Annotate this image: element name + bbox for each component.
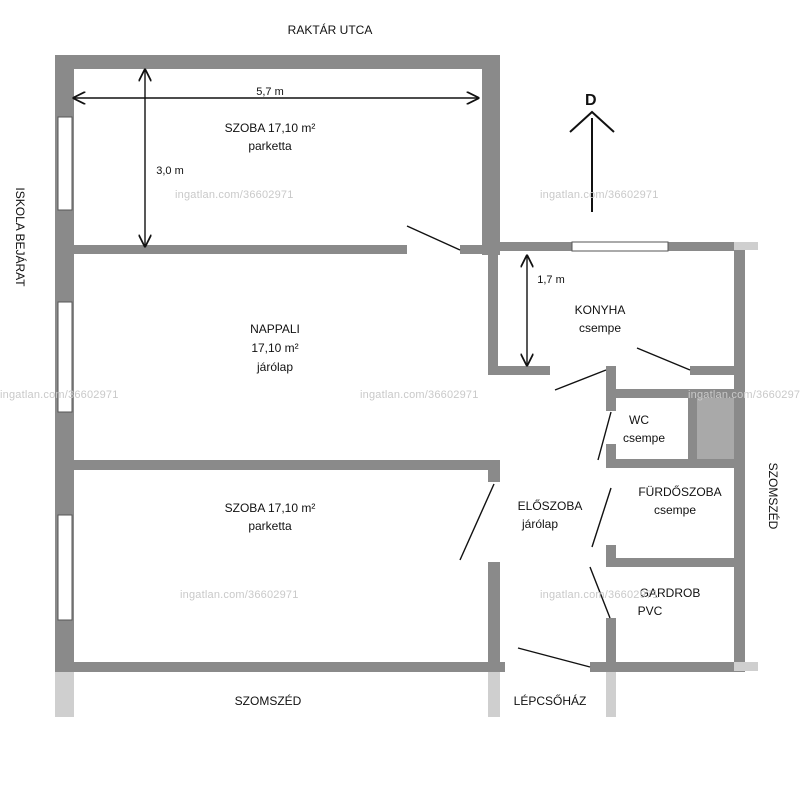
wall-ext-stair-right (606, 672, 616, 717)
door-entrance (517, 647, 591, 668)
street-left-label: ISKOLA BEJÁRAT (13, 187, 27, 287)
room-konyha-floor: csempe (578, 321, 622, 335)
room-nappali-name: NAPPALI (250, 322, 300, 336)
dim-depth-label: 3,0 m (156, 165, 184, 177)
door-wc (597, 411, 612, 461)
door-szoba2 (459, 483, 495, 561)
room-szoba1-floor: parketta (248, 139, 292, 153)
street-right-label: SZOMSZÉD (766, 462, 780, 530)
room-szoba1-name: SZOBA 17,10 m² (224, 121, 316, 135)
watermark: ingatlan.com/36602971 (688, 389, 800, 401)
watermark: ingatlan.com/36602971 (180, 589, 299, 601)
door-furdo (591, 487, 612, 548)
watermark: ingatlan.com/36602971 (360, 389, 479, 401)
doors (406, 225, 691, 668)
room-furdo-floor: csempe (653, 503, 697, 517)
window-nappali (57, 301, 73, 413)
dim-kitchen-label: 1,7 m (537, 274, 565, 286)
room-eloszoba-floor: járólap (521, 517, 559, 531)
wall-bath-bottom (606, 558, 734, 567)
room-wc-floor: csempe (622, 431, 666, 445)
window-szoba2 (57, 514, 73, 621)
wall-ext-stair-left (488, 672, 500, 717)
window-szoba1 (57, 116, 73, 211)
light-walls (55, 242, 758, 717)
room-szoba2-name: SZOBA 17,10 m² (224, 501, 316, 515)
door-eloszoba-konyha (554, 369, 607, 391)
wall-kitchen-bottom-right (690, 366, 735, 375)
room-gardrob-floor: PVC (637, 604, 663, 618)
wall-wc-bottom (606, 459, 735, 468)
wall-kitchen-bottom-left (488, 366, 550, 375)
north-label: D (585, 92, 597, 109)
street-top-label: RAKTÁR UTCA (287, 23, 373, 37)
dimension-lines (74, 70, 527, 365)
wall-gardrob-left (606, 618, 616, 672)
wall-bath-left-bottom (606, 545, 616, 567)
watermark: ingatlan.com/36602971 (540, 589, 659, 601)
wall-ext-bottom-right (734, 662, 758, 671)
wall-right (734, 242, 745, 672)
room-szoba2-floor: parketta (248, 519, 292, 533)
room-wc-name: WC (629, 413, 649, 427)
wall-ext-bottom-left (55, 672, 74, 717)
wall-szoba-nappali (55, 245, 407, 254)
walls (55, 55, 745, 672)
wall-door-frame (460, 245, 482, 254)
watermark: ingatlan.com/36602971 (175, 189, 294, 201)
wall-right-top-room (482, 55, 500, 255)
wall-ext-top-right (734, 242, 758, 250)
north-arrow (569, 110, 615, 212)
room-gardrob-name: GARDROB (639, 586, 701, 600)
windows (57, 116, 669, 621)
door-konyha (636, 347, 691, 371)
room-nappali-floor: járólap (256, 360, 294, 374)
wall-bottom-right (590, 662, 745, 672)
wall-wc-left-top (606, 366, 616, 411)
wall-stub-hall (488, 460, 500, 482)
stairs-label: LÉPCSŐHÁZ (513, 694, 587, 708)
door-gardrob (589, 566, 611, 619)
room-eloszoba-name: ELŐSZOBA (517, 499, 583, 513)
shaft (697, 398, 734, 459)
dim-width-label: 5,7 m (256, 86, 284, 98)
street-bottom-label: SZOMSZÉD (234, 694, 302, 708)
room-nappali-area: 17,10 m² (251, 341, 299, 355)
wall-wc-shaft-left (688, 389, 697, 459)
watermark: ingatlan.com/36602971 (540, 189, 659, 201)
wall-kitchen-left (488, 242, 498, 372)
wall-kitchen-top-right (668, 242, 745, 251)
wall-top-outer (55, 55, 500, 69)
wall-bottom (55, 662, 505, 672)
wall-nappali-szoba2 (55, 460, 500, 470)
north-arrow-head (569, 110, 615, 133)
room-furdo-name: FÜRDŐSZOBA (638, 485, 722, 499)
wall-hall-bottom-left (488, 562, 500, 672)
watermark: ingatlan.com/36602971 (0, 389, 119, 401)
room-konyha-name: KONYHA (574, 303, 626, 317)
door-szoba1 (406, 225, 461, 251)
wall-wc-top (606, 389, 734, 398)
wall-kitchen-top (482, 242, 572, 251)
window-konyha (571, 241, 669, 252)
wall-wc-left-bottom (606, 444, 616, 468)
